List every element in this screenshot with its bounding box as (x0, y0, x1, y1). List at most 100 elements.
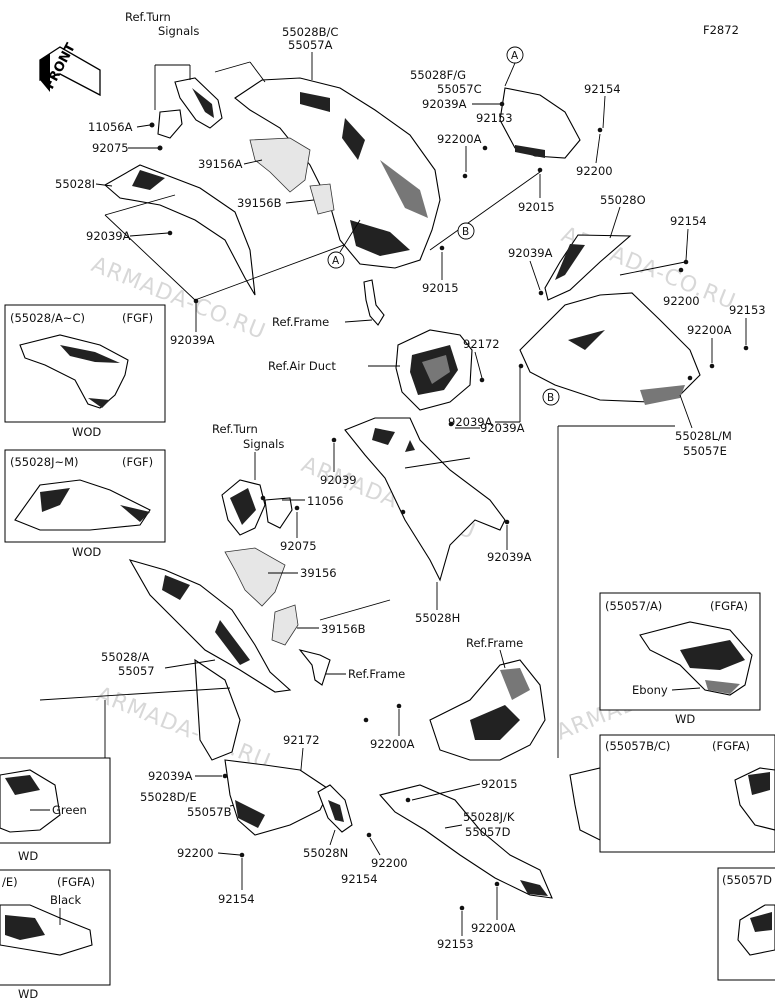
inset-fgfa-55057D: (55057D (717, 867, 775, 981)
ref-frame-bracket (363, 279, 385, 326)
label-ref-air-duct: Ref.Air Duct (268, 359, 336, 373)
small-panel-55028N (317, 784, 353, 833)
ref-frame-bracket (298, 649, 331, 686)
inset-caption: WD (675, 712, 695, 726)
label-part-92039A: 92039A (448, 415, 493, 429)
label-part-92153: 92153 (729, 303, 766, 317)
label-part-55057C: 55057C (437, 82, 482, 96)
callout-B: B (547, 392, 554, 404)
pad-39156B (309, 183, 335, 215)
front-arrow-icon: FRONT (39, 41, 101, 97)
label-part-55057B: 55057B (187, 805, 232, 819)
callout-A: A (332, 255, 340, 267)
label-part-92075: 92075 (280, 539, 317, 553)
side-panel-55028O (544, 234, 632, 301)
label-part-55028N: 55028N (303, 846, 348, 860)
label-part-92153: 92153 (437, 937, 474, 951)
label-part-39156B: 39156B (321, 622, 366, 636)
label-ref-turn-signals: Ref.Turn (212, 422, 258, 436)
label-part-92154: 92154 (341, 872, 378, 886)
inset-fgfa-55057B-C: (55057B/C) (FGFA) (599, 734, 775, 853)
lower-panel-55028D-E (224, 759, 331, 836)
label-part-92039A: 92039A (508, 246, 553, 260)
inset-color: Black (50, 893, 81, 907)
label-part-55028B-C: 55028B/C (282, 25, 338, 39)
turn-signal-bracket-top (154, 64, 223, 139)
label-ref-frame: Ref.Frame (272, 315, 329, 329)
label-part-39156: 39156 (300, 566, 337, 580)
label-part-92172: 92172 (463, 337, 500, 351)
inset-variant: (FGF) (122, 311, 153, 325)
inset-caption: WOD (72, 425, 101, 439)
figure-code: F2872 (703, 23, 739, 37)
label-part-92039: 92039 (320, 473, 357, 487)
turn-signal-bracket-mid (221, 479, 293, 536)
side-panel-55028I (104, 164, 256, 296)
frame-assembly (429, 659, 546, 761)
label-part-92200: 92200 (371, 856, 408, 870)
label-part-55028A: 55028/A (101, 650, 149, 664)
label-part-92153: 92153 (476, 111, 513, 125)
inset-caption: WOD (72, 545, 101, 559)
label-part-92015: 92015 (481, 777, 518, 791)
label-part-92200: 92200 (663, 294, 700, 308)
label-part-92039A: 92039A (148, 769, 193, 783)
inset-color: Green (52, 803, 87, 817)
callout-B: B (462, 226, 469, 238)
inset-variant: (FGF) (122, 455, 153, 469)
label-ref-turn-signals: Signals (158, 24, 199, 38)
label-part-55057E: 55057E (683, 444, 727, 458)
pad-39156B (271, 604, 299, 646)
side-fairing-55028L-M (519, 292, 701, 405)
label-part-55057D: 55057D (465, 825, 511, 839)
label-part-55028H: 55028H (415, 611, 460, 625)
label-part-92039A: 92039A (487, 550, 532, 564)
inset-fgf-55028A-C: (55028/A~C) (FGF) WOD (4, 304, 166, 439)
inset-fgf-55028J-M: (55028J~M) (FGF) WOD (4, 449, 166, 559)
inset-code: (55028J~M) (10, 455, 79, 469)
middle-cowl-55028A (128, 559, 292, 761)
inset-green: Green WD (0, 757, 111, 863)
inset-variant: (FGFA) (712, 739, 750, 753)
label-part-39156A: 39156A (198, 157, 243, 171)
label-part-92154: 92154 (218, 892, 255, 906)
label-part-55028O: 55028O (600, 193, 646, 207)
inset-color: Ebony (632, 683, 668, 697)
label-part-11056A: 11056A (88, 120, 133, 134)
inset-fgfa-55057A-ebony: (55057/A) (FGFA) Ebony WD (599, 592, 761, 726)
air-duct (395, 329, 473, 411)
inset-caption: WD (18, 849, 38, 863)
inset-caption: WD (18, 987, 38, 1000)
label-part-39156B: 39156B (237, 196, 282, 210)
label-part-92154: 92154 (584, 82, 621, 96)
watermark: ARMADA-CO.RU (93, 682, 274, 775)
label-part-92075: 92075 (92, 141, 129, 155)
inset-code: (55028/A~C) (10, 311, 85, 325)
label-ref-frame: Ref.Frame (348, 667, 405, 681)
inset-code: /E) (2, 875, 18, 889)
pad-39156A (249, 137, 311, 193)
label-ref-turn-signals: Signals (243, 437, 284, 451)
pad-39156 (224, 547, 286, 607)
label-part-92039A: 92039A (86, 229, 131, 243)
label-part-92200A: 92200A (437, 132, 482, 146)
label-part-92200A: 92200A (687, 323, 732, 337)
label-part-92200: 92200 (177, 846, 214, 860)
label-part-92039A: 92039A (480, 421, 525, 435)
label-part-55028L-M: 55028L/M (675, 429, 732, 443)
label-part-55057A: 55057A (288, 38, 333, 52)
label-part-92200: 92200 (576, 164, 613, 178)
inset-code: (55057D (722, 873, 772, 887)
belly-pan-55028J-K (378, 784, 553, 899)
inset-black: /E) (FGFA) Black WD (0, 869, 111, 1000)
label-part-92039A: 92039A (422, 97, 467, 111)
label-part-55028I: 55028I (55, 177, 95, 191)
label-part-92200A: 92200A (471, 921, 516, 935)
label-ref-turn-signals: Ref.Turn (125, 10, 171, 24)
inset-variant: (FGFA) (57, 875, 95, 889)
inset-code: (55057/A) (605, 599, 662, 613)
side-fairing-55028F-G (499, 87, 581, 159)
callout-A: A (511, 50, 519, 62)
label-part-55028F-G: 55028F/G (410, 68, 466, 82)
